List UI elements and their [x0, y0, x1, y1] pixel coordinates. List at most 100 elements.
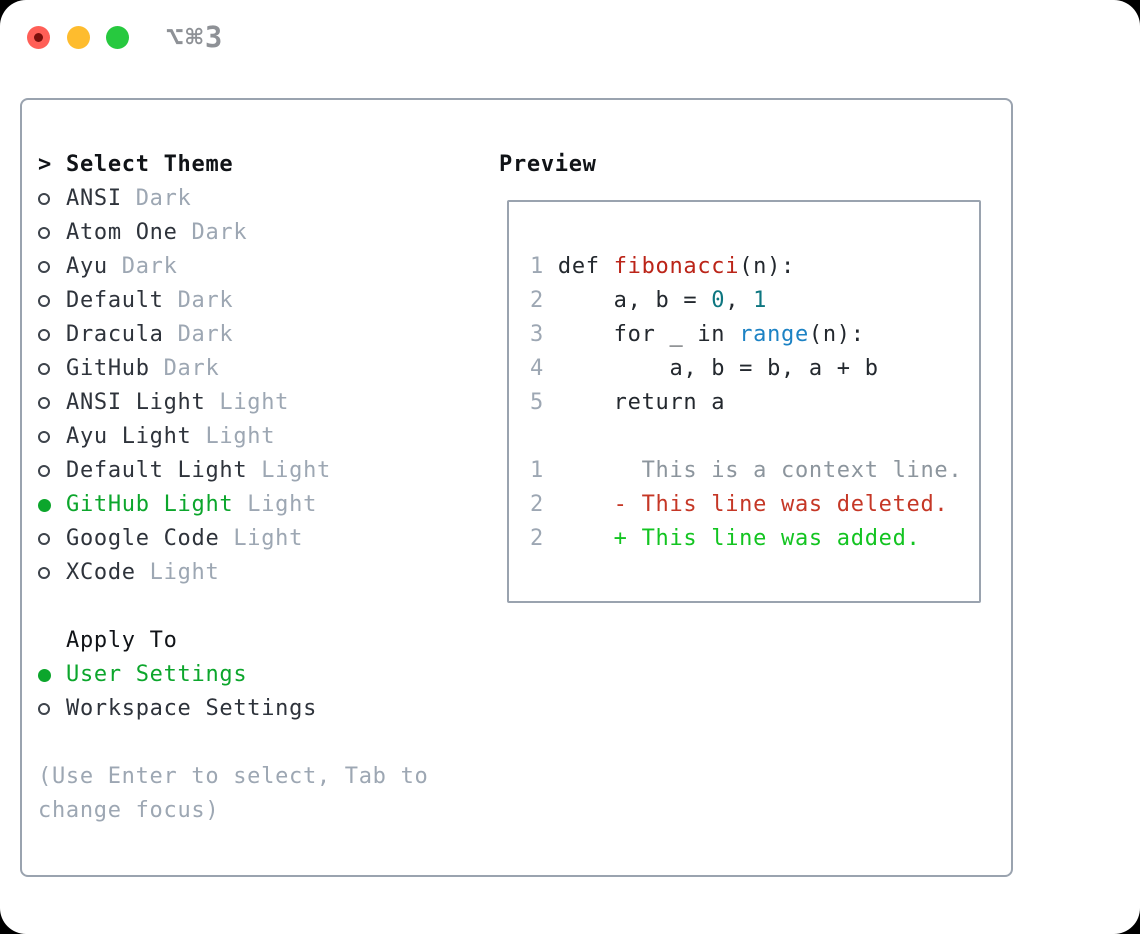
theme-variant-label: Dark [149, 356, 220, 381]
code-token-num: 5 [530, 390, 544, 415]
theme-variant-label: Dark [177, 220, 248, 245]
code-line: 3 for _ in range(n): [530, 318, 979, 352]
code-token-num: 2 [530, 288, 544, 313]
code-line: 2 + This line was added. [530, 522, 979, 556]
radio-selected-icon [38, 668, 51, 682]
option-label: ANSI Light [66, 390, 206, 415]
code-line: 2 - This line was deleted. [530, 488, 979, 522]
code-token-num: 2 [530, 492, 544, 517]
code-token-lit: 1 [753, 288, 768, 313]
zoom-button[interactable] [106, 26, 129, 49]
theme-variant-label: Dark [163, 288, 234, 313]
apply-to-option[interactable]: Workspace Settings [0, 692, 317, 726]
radio-icon [38, 465, 50, 477]
radio-icon [38, 431, 50, 443]
radio-icon [38, 329, 50, 341]
radio-icon [38, 295, 50, 307]
code-line: 1 This is a context line. [530, 454, 979, 488]
code-token-code: for _ in [543, 322, 740, 347]
radio-icon [38, 193, 50, 205]
theme-option[interactable]: Default Light Light [0, 454, 331, 488]
hint-line: (Use Enter to select, Tab to [38, 764, 429, 789]
code-token-code: , [725, 288, 754, 313]
apply-to-title: Apply To [66, 628, 178, 653]
theme-option[interactable]: Ayu Light Light [0, 420, 331, 454]
radio-icon [38, 533, 50, 545]
code-token-num: 1 [530, 458, 544, 483]
radio-icon [38, 397, 50, 409]
radio-icon [38, 261, 50, 273]
option-label: User Settings [66, 662, 248, 687]
code-token-code: (n): [808, 322, 865, 347]
code-line: 5 return a [530, 386, 979, 420]
option-label: Google Code [66, 526, 220, 551]
option-label: Default Light [66, 458, 248, 483]
theme-option[interactable]: GitHub Light Light [0, 488, 331, 522]
theme-option[interactable]: ANSI Light Light [0, 386, 331, 420]
theme-option[interactable]: XCode Light [0, 556, 331, 590]
theme-variant-label: Light [191, 424, 276, 449]
code-token-builtin: range [739, 322, 809, 347]
minimize-button[interactable] [67, 26, 90, 49]
option-label: GitHub Light [66, 492, 234, 517]
window-shortcut-label: ⌥⌘3 [166, 20, 225, 54]
code-token-del: - This line was deleted. [543, 492, 949, 517]
theme-option[interactable]: Ayu Dark [0, 250, 331, 284]
radio-icon [38, 227, 50, 239]
theme-option[interactable]: GitHub Dark [0, 352, 331, 386]
theme-variant-label: Light [205, 390, 290, 415]
code-line: 4 a, b = b, a + b [530, 352, 979, 386]
radio-icon [38, 567, 50, 579]
option-label: Default [66, 288, 164, 313]
option-label: XCode [66, 560, 136, 585]
code-token-lit: 0 [711, 288, 726, 313]
option-label: GitHub [66, 356, 150, 381]
code-token-code: def [543, 254, 614, 279]
code-token-fn: fibonacci [613, 254, 740, 279]
theme-variant-label: Dark [107, 254, 178, 279]
theme-option[interactable]: ANSI Dark [0, 182, 331, 216]
option-label: Workspace Settings [66, 696, 318, 721]
close-dot-icon [34, 33, 43, 42]
close-button[interactable] [27, 26, 50, 49]
theme-option[interactable]: Google Code Light [0, 522, 331, 556]
select-theme-title: Select Theme [66, 152, 234, 177]
titlebar: ⌥⌘3 [0, 0, 1140, 74]
code-token-num: 3 [530, 322, 544, 347]
hint-text: (Use Enter to select, Tab to change focus… [38, 760, 428, 828]
theme-option[interactable]: Dracula Dark [0, 318, 331, 352]
code-line: 2 a, b = 0, 1 [530, 284, 979, 318]
code-token-code: a, b = [543, 288, 712, 313]
code-token-code: a, b = b, a + b [543, 356, 879, 381]
option-label: Ayu [66, 254, 108, 279]
hint-line: change focus) [38, 798, 220, 823]
code-token-num: 4 [530, 356, 544, 381]
code-token-ctx: This is a context line. [543, 458, 963, 483]
radio-selected-icon [38, 498, 51, 512]
code-token-num: 2 [530, 526, 544, 551]
code-token-num: 1 [530, 254, 544, 279]
select-theme-header: >Select Theme [38, 148, 233, 182]
code-token-add: + This line was added. [543, 526, 921, 551]
theme-option[interactable]: Default Dark [0, 284, 331, 318]
code-line: 1 def fibonacci(n): [530, 250, 979, 284]
theme-variant-label: Dark [163, 322, 234, 347]
option-label: Atom One [66, 220, 178, 245]
option-label: Ayu Light [66, 424, 192, 449]
theme-variant-label: Light [233, 492, 318, 517]
theme-variant-label: Dark [121, 186, 192, 211]
option-label: Dracula [66, 322, 164, 347]
code-token-code: (n): [739, 254, 795, 279]
theme-variant-label: Light [135, 560, 220, 585]
code-line [530, 420, 979, 454]
preview-title: Preview [499, 152, 597, 177]
radio-icon [38, 703, 50, 715]
theme-option[interactable]: Atom One Dark [0, 216, 331, 250]
code-token-code: return a [543, 390, 726, 415]
apply-to-option[interactable]: User Settings [0, 658, 317, 692]
